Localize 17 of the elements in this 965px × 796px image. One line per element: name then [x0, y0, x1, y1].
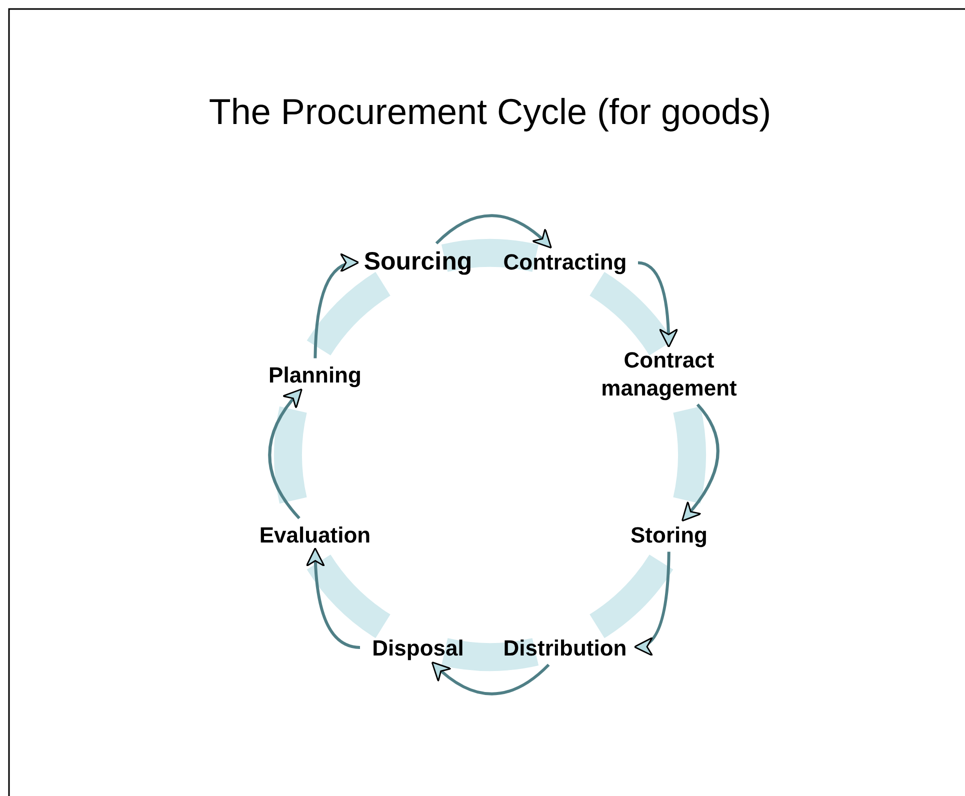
step-label: Distribution — [495, 634, 635, 662]
curved-arrow — [681, 404, 720, 522]
curved-arrow — [306, 547, 360, 649]
step-label: Contract management — [589, 346, 749, 402]
curved-arrow — [634, 552, 670, 654]
step-label: Planning — [260, 361, 370, 389]
step-label: Evaluation — [250, 521, 380, 549]
step-label: Sourcing — [358, 246, 478, 278]
curved-arrow — [435, 214, 552, 248]
curved-arrow — [314, 254, 360, 358]
step-label: Storing — [619, 521, 719, 549]
curved-arrow — [268, 388, 302, 520]
title: The Procurement Cycle (for goods) — [208, 90, 772, 134]
curved-arrow — [431, 662, 550, 696]
step-label: Contracting — [495, 248, 635, 276]
curved-arrow — [638, 261, 678, 348]
step-label: Disposal — [363, 634, 473, 662]
